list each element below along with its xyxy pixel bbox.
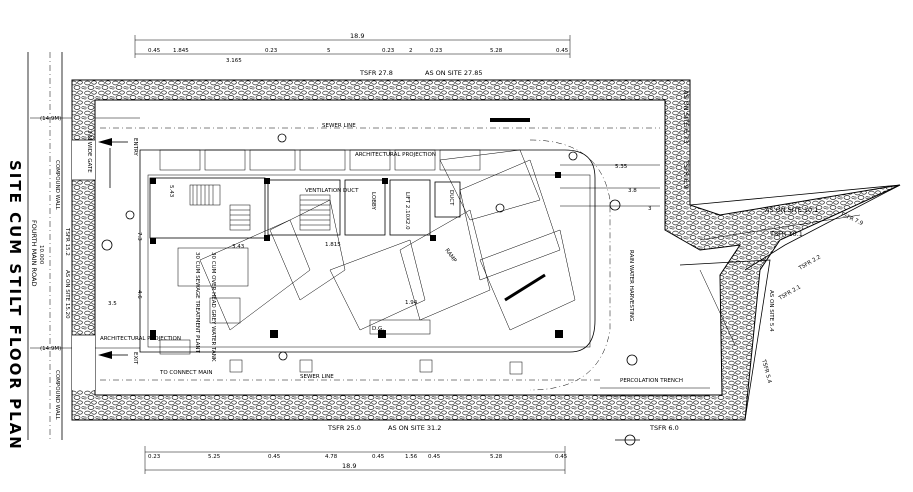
gate-label: 3 M WIDE GATE [86, 130, 92, 173]
svg-text:TSFR 7.9: TSFR 7.9 [838, 211, 864, 227]
north-tsfr: TSFR 27.8 [359, 69, 393, 77]
compound-wall [71, 79, 901, 421]
svg-text:0.45: 0.45 [555, 454, 568, 460]
svg-text:5.35: 5.35 [615, 164, 628, 170]
svg-text:3: 3 [648, 206, 652, 212]
svg-text:TSFR 10.1: TSFR 10.1 [769, 230, 803, 238]
misc-dims: 5.35 3.8 3 3.5 7.3 4.6 RAIN WATER HARVES… [108, 164, 660, 321]
north-onsite: AS ON SITE 27.85 [425, 69, 482, 77]
west-tsfr: TSFR 15.2 [64, 227, 70, 256]
svg-text:5: 5 [327, 48, 331, 54]
percolation-label: PERCOLATION TRENCH [620, 378, 683, 384]
building-outline [139, 139, 611, 391]
svg-text:1.94: 1.94 [405, 300, 418, 306]
svg-text:4.78: 4.78 [325, 454, 338, 460]
svg-text:5.28: 5.28 [490, 48, 503, 54]
svg-text:TSFR 2.2: TSFR 2.2 [797, 254, 822, 272]
road-width: 10.000 [38, 245, 44, 265]
sewer-top-label: SEWER LINE [322, 123, 356, 129]
ventilation-label: VENTILATION DUCT [305, 188, 359, 194]
tanks: 30 CUM SEWAGE TREATMENT PLANT 30 CUM OVE… [177, 247, 249, 362]
svg-text:5.28: 5.28 [490, 454, 503, 460]
svg-text:0.45: 0.45 [148, 48, 161, 54]
top-rooms: ARCHITECTURAL PROJECTION [159, 149, 481, 171]
bottom-dimensions: 0.23 5.25 0.45 4.78 0.45 1.56 0.45 5.28 … [144, 446, 568, 474]
svg-text:1.815: 1.815 [325, 242, 341, 248]
road-level-top: (14.9M) [40, 116, 61, 122]
svg-text:1.56: 1.56 [405, 454, 418, 460]
stair-mid [299, 194, 331, 231]
svg-text:TSFR 6.0: TSFR 6.0 [649, 424, 679, 432]
svg-text:AS ON SITE 10.1: AS ON SITE 10.1 [765, 206, 818, 214]
left-wall-openings [72, 139, 95, 390]
stair-left [189, 184, 251, 231]
lobby-label: LOBBY [370, 192, 376, 210]
west-onsite: AS ON SITE 15.20 [64, 270, 70, 319]
sewer-bottom-label: SEWER LINE [300, 374, 334, 380]
plan-title: SITE CUM STILT FLOOR PLAN [6, 160, 24, 451]
bottom-overall-dim: 18.9 [342, 462, 356, 470]
compound-wall-label-left: COMPOUND WALL [54, 160, 60, 211]
road: FOURTH MAIN ROAD 10.000 (14.9M) (14.9M) … [27, 52, 140, 440]
svg-text:3.5: 3.5 [108, 301, 117, 307]
grey-tank-note: 30 CUM OVER HEAD GREY WATER TANK [210, 252, 216, 362]
svg-text:TSFR 2.1: TSFR 2.1 [777, 284, 802, 302]
south-tsfr: TSFR 25.0 [327, 424, 361, 432]
connect-main-label: TO CONNECT MAIN [159, 370, 213, 376]
svg-text:4.6: 4.6 [136, 290, 142, 299]
south-onsite: AS ON SITE 31.2 [388, 424, 441, 432]
svg-text:5.25: 5.25 [208, 454, 221, 460]
svg-text:AS ON SITE 6.73: AS ON SITE 6.73 [682, 90, 690, 143]
road-level-bottom: (14.9M) [40, 346, 61, 352]
svg-text:TSFR 6.9: TSFR 6.9 [682, 159, 690, 189]
lower-services: D.G. 1.94 ARCHITECTURAL PROJECTION PERCO… [100, 300, 710, 397]
svg-text:3.165: 3.165 [226, 58, 242, 64]
entry-label: ENTRY [132, 138, 138, 156]
exit-arrow: EXIT [98, 351, 138, 365]
duct-label: DUCT [448, 190, 454, 206]
dg-label: D.G. [372, 326, 384, 332]
svg-text:5.43: 5.43 [168, 185, 174, 198]
svg-text:0.23: 0.23 [382, 48, 395, 54]
svg-text:7.3: 7.3 [136, 232, 142, 241]
arch-proj-bottom: ARCHITECTURAL PROJECTION [100, 336, 181, 342]
ramp-label: RAMP [443, 248, 457, 265]
top-dimensions: 18.9 0.45 1.845 0.23 5 0.23 2 0.23 5.28 … [134, 32, 571, 64]
svg-text:1.845: 1.845 [173, 48, 189, 54]
svg-text:2: 2 [409, 48, 413, 54]
entry-arrow: ENTRY [98, 138, 138, 156]
exit-label: EXIT [132, 352, 138, 365]
svg-text:0.45: 0.45 [268, 454, 281, 460]
svg-text:0.23: 0.23 [430, 48, 443, 54]
rwh-note: RAIN WATER HARVESTING [628, 250, 634, 321]
top-overall-dim: 18.9 [350, 32, 364, 40]
lift-label: LIFT 2.10X2.0 [404, 192, 410, 230]
svg-text:0.45: 0.45 [372, 454, 385, 460]
svg-text:0.45: 0.45 [428, 454, 441, 460]
svg-text:0.45: 0.45 [556, 48, 569, 54]
markers [101, 133, 640, 446]
svg-text:AS ON SITE 5.4: AS ON SITE 5.4 [768, 290, 774, 332]
core: VENTILATION DUCT LOBBY LIFT 2.10X2.0 DUC… [149, 177, 461, 250]
svg-text:3.8: 3.8 [628, 188, 637, 194]
svg-text:TSFR 5.4: TSFR 5.4 [760, 358, 772, 385]
sewer-lines: SEWER LINE SEWER LINE TO CONNECT MAIN [100, 123, 660, 381]
svg-text:3.43: 3.43 [232, 244, 245, 250]
road-label: FOURTH MAIN ROAD [30, 220, 38, 286]
parking-bays [199, 149, 576, 331]
svg-text:0.23: 0.23 [265, 48, 278, 54]
arch-proj-top: ARCHITECTURAL PROJECTION [355, 152, 436, 158]
gate: 3 M WIDE GATE [86, 130, 111, 188]
side-title: SITE CUM STILT FLOOR PLAN [6, 160, 24, 451]
svg-text:0.23: 0.23 [148, 454, 161, 460]
compound-wall-label-left-2: COMPOUND WALL [54, 370, 60, 421]
stp-note: 30 CUM SEWAGE TREATMENT PLANT [194, 252, 200, 354]
